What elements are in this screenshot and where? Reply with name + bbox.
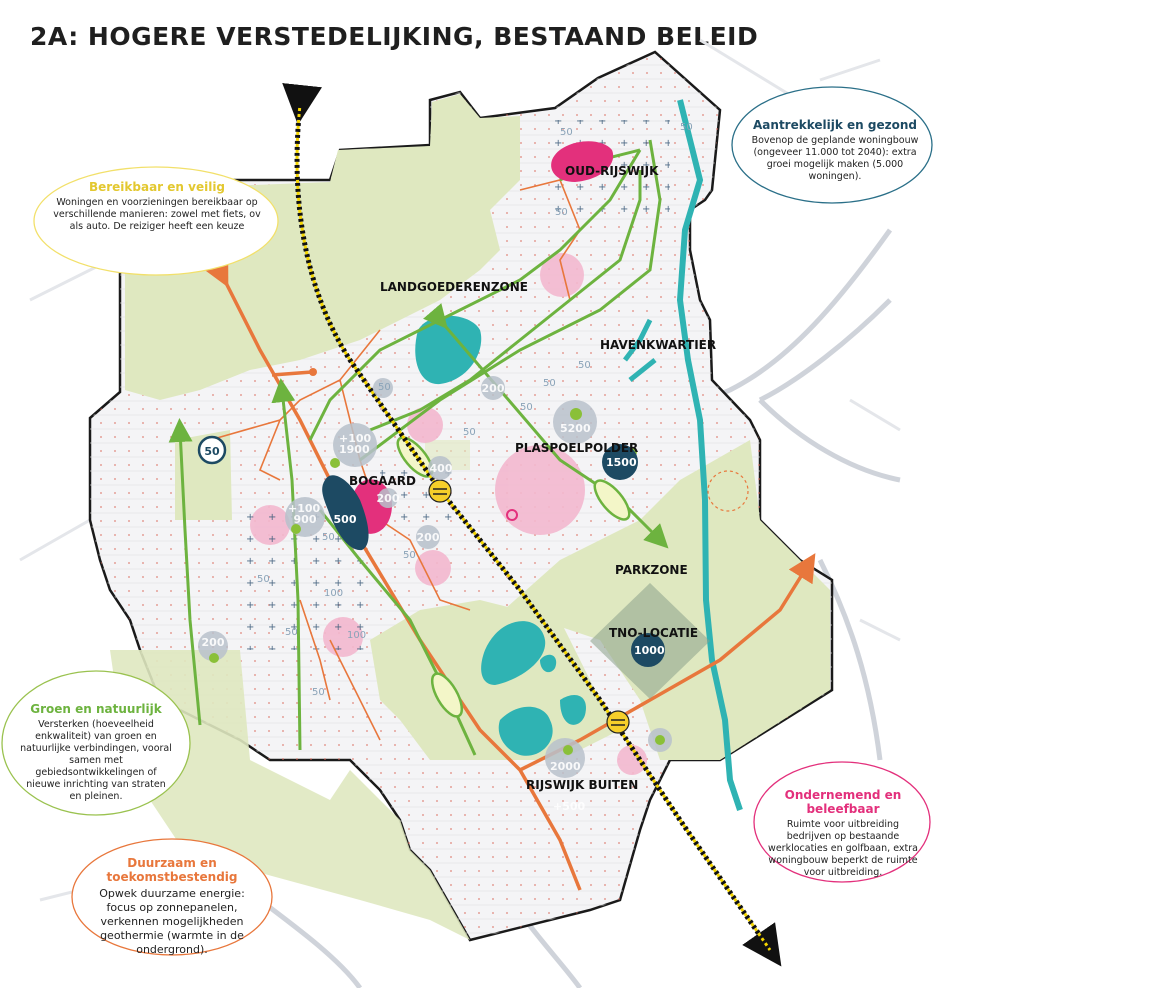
small-number: 50 (403, 550, 416, 561)
label-plaspoelpolder: PLASPOELPOLDER (515, 441, 639, 455)
small-number: 50 (680, 122, 693, 133)
callout-groen-body: Versterken (hoeveelheid enkwaliteit) van… (20, 719, 172, 802)
small-number: 50 (463, 427, 476, 438)
callout-duurzaam: Duurzaam en toekomstbestendig Opwek duur… (86, 856, 258, 957)
bogaard-zone (322, 475, 369, 551)
small-number: 50 (578, 360, 591, 371)
clock-icon (197, 435, 227, 465)
label-rijswijk-buiten: RIJSWIJK BUITEN (526, 778, 639, 792)
number-2000: 2000 (550, 760, 581, 773)
orange-node (309, 368, 317, 376)
callout-aantrekkelijk: Aantrekkelijk en gezond Bovenop de gepla… (740, 118, 930, 183)
label-havenkwartier: HAVENKWARTIER (600, 338, 717, 352)
callout-bereikbaar: Bereikbaar en veilig Woningen en voorzie… (52, 180, 262, 233)
small-number: 100 (324, 588, 344, 599)
callout-duurzaam-body: Opwek duurzame energie: focus op zonnepa… (99, 887, 245, 956)
number-400: 400 (429, 462, 453, 475)
number-plaspoelpolder: 1500 (606, 456, 637, 469)
callout-ondernemend-body: Ruimte voor uitbreiding bedrijven op bes… (768, 819, 918, 878)
small-number: 50 (560, 127, 573, 138)
callout-ondernemend-title: Ondernemend en beleefbaar (784, 788, 902, 816)
label-tno-locatie: TNO-LOCATIE (609, 626, 699, 640)
dashed-circle (707, 470, 749, 512)
small-number: 50 (285, 627, 298, 638)
number-5200: 5200 (560, 422, 591, 435)
plaspoelpolder-circle (602, 444, 638, 480)
number-tno: 1000 (634, 644, 665, 657)
small-number: 50 (378, 382, 391, 393)
number-200-c: 200 (376, 492, 400, 505)
number-500: 500 (333, 513, 357, 526)
callout-bereikbaar-title: Bereikbaar en veilig (88, 180, 226, 194)
small-number: 100 (347, 630, 367, 641)
callout-duurzaam-title: Duurzaam en toekomstbestendig (106, 856, 238, 884)
callout-ondernemend: Ondernemend en beleefbaar Ruimte voor ui… (765, 788, 921, 879)
small-number: 50 (312, 687, 325, 698)
number-200-top: 200 (481, 382, 505, 395)
development-circles (198, 376, 672, 778)
clock-number: 50 (204, 445, 220, 458)
station-icon (428, 479, 452, 503)
label-parkzone: PARKZONE (615, 563, 688, 577)
map-title: 2A: HOGERE VERSTEDELIJKING, BESTAAND BEL… (30, 22, 759, 51)
callout-groen: Groen en natuurlijk Versterken (hoeveelh… (20, 702, 172, 803)
number-200-mid: 200 (416, 531, 440, 544)
label-bogaard: BOGAARD (349, 474, 416, 488)
callout-clouds (1, 86, 933, 956)
callout-bereikbaar-body: Woningen en voorzieningen bereikbaar op … (53, 197, 261, 232)
label-landgoederenzone: LANDGOEDERENZONE (380, 280, 528, 294)
callout-groen-title: Groen en natuurlijk (30, 702, 162, 716)
number-plus100-b: +100 (288, 502, 321, 515)
small-number: 50 (555, 207, 568, 218)
label-oud-rijswijk: OUD-RIJSWIJK (565, 164, 659, 178)
tno-circle (631, 633, 665, 667)
number-900: 900 (293, 513, 317, 526)
small-number: 50 (257, 574, 270, 585)
station-icon (606, 710, 630, 734)
callout-aantrekkelijk-body: Bovenop de geplande woningbouw (ongeveer… (751, 135, 919, 182)
small-number: 50 (322, 532, 335, 543)
number-1900: 1900 (339, 443, 370, 456)
number-plus500: +500 (553, 800, 586, 813)
number-plus100-a: +100 (339, 432, 372, 445)
small-number: 50 (543, 378, 556, 389)
callout-aantrekkelijk-title: Aantrekkelijk en gezond (753, 118, 917, 132)
small-number: 50 (520, 402, 533, 413)
number-200-left: 200 (201, 636, 225, 649)
